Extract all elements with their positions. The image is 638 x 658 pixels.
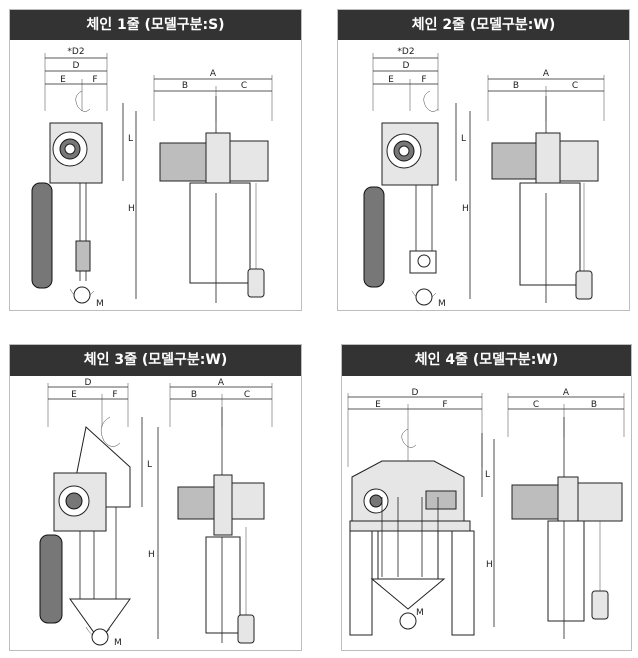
dim-a: A <box>210 69 217 79</box>
dim-b: B <box>191 390 197 400</box>
dim-e: E <box>375 400 381 410</box>
dim-d: D <box>412 388 419 398</box>
panel-title: 체인 2줄 (모델구분:W) <box>338 10 629 40</box>
dim-c: C <box>533 400 539 410</box>
dim-a: A <box>563 388 570 398</box>
dim-c: C <box>572 81 578 91</box>
dim-b: B <box>591 400 597 410</box>
dim-f: F <box>112 390 117 400</box>
dim-d: D <box>73 61 80 71</box>
dim-e: E <box>60 75 66 85</box>
dim-d: D <box>403 61 410 71</box>
dim-f: F <box>421 75 426 85</box>
panel-chain-2: 체인 2줄 (모델구분:W) *D2 D E F L H M A B C <box>337 9 630 311</box>
dim-h: H <box>486 560 493 570</box>
panel-chain-3: 체인 3줄 (모델구분:W) D E F L H M A B C <box>9 344 302 651</box>
dim-b: B <box>513 81 519 91</box>
dim-a: A <box>218 378 225 388</box>
dim-l: L <box>485 470 490 480</box>
dim-m: M <box>416 608 424 618</box>
dim-l: L <box>461 134 466 144</box>
hoist-diagram-2: *D2 D E F L H M A B C <box>363 47 605 309</box>
dim-l: L <box>128 134 133 144</box>
dim-e: E <box>71 390 77 400</box>
dim-d: D <box>85 378 92 388</box>
dim-a: A <box>543 69 550 79</box>
dim-h: H <box>148 550 155 560</box>
panel-title: 체인 3줄 (모델구분:W) <box>10 345 301 376</box>
dim-c: C <box>244 390 250 400</box>
dim-c: C <box>241 81 247 91</box>
dim-f: F <box>442 400 447 410</box>
dim-b: B <box>182 81 188 91</box>
panel-chain-1: 체인 1줄 (모델구분:S) *D2 D E F L H M A B C <box>9 9 302 311</box>
panel-title: 체인 4줄 (모델구분:W) <box>342 345 631 376</box>
dim-h: H <box>128 204 135 214</box>
panel-chain-4: 체인 4줄 (모델구분:W) D E F L H M A C B <box>341 344 632 651</box>
dim-l: L <box>147 460 152 470</box>
dim-m: M <box>114 638 122 648</box>
dim-e: E <box>388 75 394 85</box>
dim-m: M <box>96 299 104 309</box>
dim-d2: *D2 <box>397 47 414 57</box>
hoist-diagram-4: D E F L H M A C B <box>347 388 625 639</box>
panel-title: 체인 1줄 (모델구분:S) <box>10 10 301 40</box>
dim-f: F <box>92 75 97 85</box>
hoist-diagram-3: D E F L H M A B C <box>39 378 273 648</box>
hoist-diagram-1: *D2 D E F L H M A B C <box>31 47 273 309</box>
dim-h: H <box>462 204 469 214</box>
dim-d2: *D2 <box>67 47 84 57</box>
dim-m: M <box>438 299 446 309</box>
